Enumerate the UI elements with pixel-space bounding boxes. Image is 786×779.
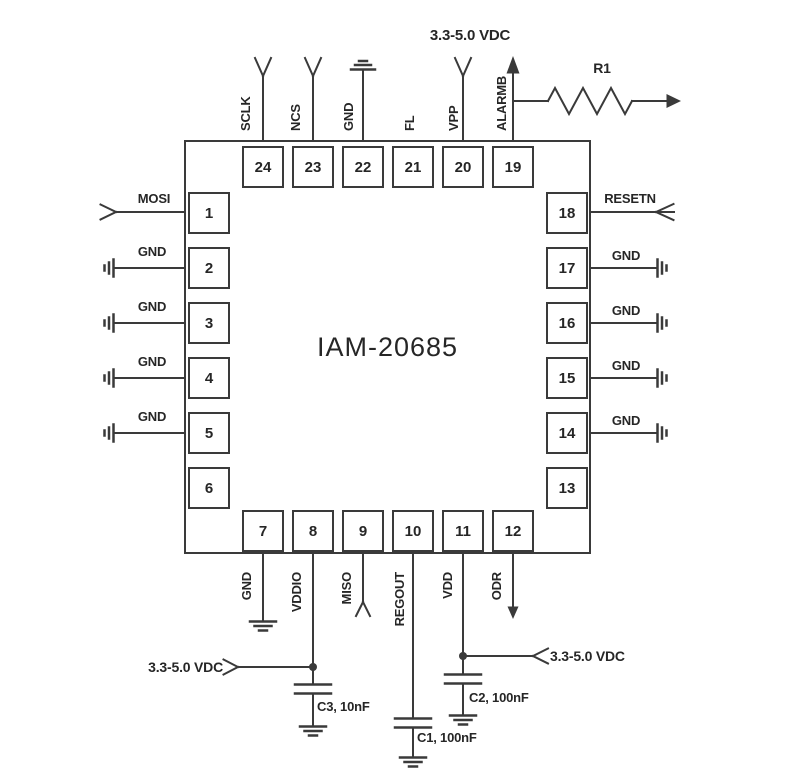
pin-18: 18 xyxy=(546,192,588,234)
pin-label-gnd17: GND xyxy=(611,248,641,263)
pin-4: 4 xyxy=(188,357,230,399)
chip-body: IAM-20685 xyxy=(184,140,591,554)
gnd17-wire xyxy=(589,258,668,278)
pin-label-miso: MISO xyxy=(339,572,354,605)
pin-21: 21 xyxy=(392,146,434,188)
pin-label-gnd16: GND xyxy=(611,303,641,318)
capacitor-c3-label: C3, 10nF xyxy=(317,699,370,714)
ground-symbol-left xyxy=(103,423,115,443)
pin-label-gnd5: GND xyxy=(137,409,167,424)
regout-net xyxy=(393,552,433,768)
pin-8: 8 xyxy=(292,510,334,552)
pin-2: 2 xyxy=(188,247,230,289)
ground-symbol-right xyxy=(656,313,668,333)
supply-label-bottom-left: 3.3-5.0 VDC xyxy=(148,659,223,675)
pin-17: 17 xyxy=(546,247,588,289)
pin-label-vdd: VDD xyxy=(440,572,455,599)
pin-15: 15 xyxy=(546,357,588,399)
vpp-wire-input-arrow xyxy=(453,56,473,142)
pin-label-fl: FL xyxy=(402,115,417,131)
pin-label-resetn: RESETN xyxy=(604,191,656,206)
down-arrow-icon xyxy=(507,606,519,619)
resetn-wire-input-arrow xyxy=(589,202,675,222)
pin-3: 3 xyxy=(188,302,230,344)
pin-10: 10 xyxy=(392,510,434,552)
ground-symbol-right xyxy=(656,368,668,388)
supply-label-bottom-right: 3.3-5.0 VDC xyxy=(550,648,625,664)
gnd15-wire xyxy=(589,368,668,388)
resistor-r1-label: R1 xyxy=(593,60,611,76)
ncs-wire-input-arrow xyxy=(303,56,323,142)
pin-label-alarmb: ALARMB xyxy=(494,75,509,131)
gnd16-wire xyxy=(589,313,668,333)
pin-label-odr: ODR xyxy=(489,572,504,601)
ground-symbol-right xyxy=(656,423,668,443)
junction-dot xyxy=(309,663,317,671)
pin-5: 5 xyxy=(188,412,230,454)
supply-label-top: 3.3-5.0 VDC xyxy=(429,27,511,44)
ground-symbol-up xyxy=(349,59,377,71)
ground-symbol-down xyxy=(448,714,478,726)
mosi-wire-input-arrow xyxy=(99,203,186,221)
pin-label-gnd3: GND xyxy=(137,299,167,314)
capacitor-c3-symbol xyxy=(293,683,333,737)
junction-dot xyxy=(459,652,467,660)
pin-13: 13 xyxy=(546,467,588,509)
pin-label-gnd4: GND xyxy=(137,354,167,369)
pin-label-sclk: SCLK xyxy=(238,96,253,131)
capacitor-c1-label: C1, 100nF xyxy=(417,730,477,745)
pin-label-vddio: VDDIO xyxy=(289,572,304,613)
pin-label-gnd15: GND xyxy=(611,358,641,373)
capacitor-c2-label: C2, 100nF xyxy=(469,690,529,705)
pin-24: 24 xyxy=(242,146,284,188)
gnd5-wire xyxy=(103,423,186,443)
alarmb-wire-output-arrow xyxy=(506,56,520,142)
sclk-wire-input-arrow xyxy=(253,56,273,142)
vdd-supply-net xyxy=(443,552,550,726)
gnd7-wire xyxy=(248,552,278,632)
pin-16: 16 xyxy=(546,302,588,344)
pin-label-gnd14: GND xyxy=(611,413,641,428)
ground-symbol-down xyxy=(298,725,328,737)
chip-name: IAM-20685 xyxy=(316,331,459,362)
gnd4-wire xyxy=(103,368,186,388)
pin-label-gnd2: GND xyxy=(137,244,167,259)
pin-23: 23 xyxy=(292,146,334,188)
pin-label-regout: REGOUT xyxy=(392,572,407,627)
pin-11: 11 xyxy=(442,510,484,552)
capacitor-c2-symbol xyxy=(443,673,483,726)
gnd3-wire xyxy=(103,313,186,333)
pin-14: 14 xyxy=(546,412,588,454)
ground-symbol-left xyxy=(103,258,115,278)
gnd2-wire xyxy=(103,258,186,278)
ground-symbol-down xyxy=(248,620,278,632)
ground-symbol-left xyxy=(103,368,115,388)
pin-label-gnd22: GND xyxy=(341,102,356,131)
pin-22: 22 xyxy=(342,146,384,188)
gnd22-wire xyxy=(349,59,377,142)
pin-6: 6 xyxy=(188,467,230,509)
gnd14-wire xyxy=(589,423,668,443)
ground-symbol-left xyxy=(103,313,115,333)
pin-19: 19 xyxy=(492,146,534,188)
pin-20: 20 xyxy=(442,146,484,188)
ground-symbol-down xyxy=(398,756,428,768)
pin-label-mosi: MOSI xyxy=(137,191,171,206)
ground-symbol-right xyxy=(656,258,668,278)
pin-12: 12 xyxy=(492,510,534,552)
vddio-supply-net xyxy=(222,552,333,737)
pin-1: 1 xyxy=(188,192,230,234)
pin-label-vpp: VPP xyxy=(446,105,461,131)
odr-wire-output-arrow xyxy=(507,552,519,619)
miso-wire-output-arrow xyxy=(354,552,372,618)
right-arrow-icon xyxy=(666,94,681,108)
resistor-r1-symbol xyxy=(512,85,681,117)
pin-7: 7 xyxy=(242,510,284,552)
pin-9: 9 xyxy=(342,510,384,552)
pin-label-ncs: NCS xyxy=(288,104,303,131)
up-arrow-icon xyxy=(506,56,520,74)
pin-label-gnd7: GND xyxy=(239,572,254,601)
capacitor-c1-symbol xyxy=(393,717,433,768)
